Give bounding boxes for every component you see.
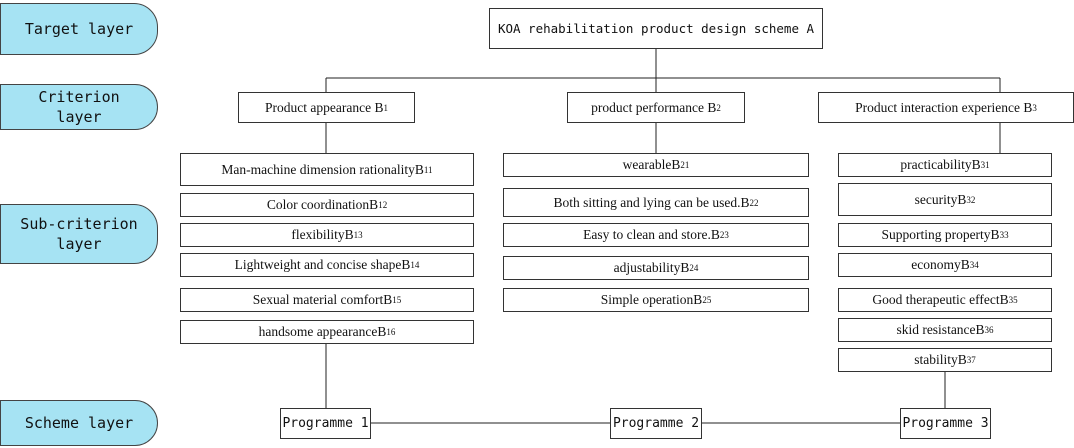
criterion-subscript: 1 [383, 102, 388, 113]
subcriterion-label: wearableB [622, 157, 681, 172]
subcriterion-subscript: 11 [423, 164, 433, 175]
criterion-label: Product appearance B [265, 99, 384, 115]
subcriterion-subscript: 33 [999, 230, 1009, 240]
criterion-label: Product interaction experience B [855, 99, 1033, 115]
subcriterion-subscript: 31 [980, 160, 990, 170]
subcriterion-label: skid resistanceB [896, 322, 985, 337]
criterion-layer-label: Criterion layer [0, 84, 158, 130]
programme-node-3: Programme 3 [900, 408, 991, 439]
criterion-label: product performance B [591, 99, 717, 115]
subcriterion-subscript: 32 [966, 194, 976, 205]
target-layer-label: Target layer [0, 3, 158, 55]
subcriterion-subscript: 15 [392, 295, 402, 305]
subcriterion-subscript: 21 [680, 160, 690, 170]
criterion-subscript: 3 [1032, 102, 1037, 113]
subcriterion-label: Man-machine dimension rationalityB [221, 161, 424, 177]
subcriterion-label: Good therapeutic effectB [872, 292, 1009, 307]
subcriterion-label: flexibilityB [291, 227, 354, 242]
subcriterion-label: Color coordinationB [266, 197, 379, 212]
subcriterion-subscript: 22 [749, 197, 759, 208]
subcriterion-subscript: 37 [966, 355, 976, 365]
subcriterion-label: Easy to clean and store.B [583, 227, 720, 242]
subcriterion-subscript: 14 [410, 260, 420, 270]
programme-node-1: Programme 1 [280, 408, 371, 439]
subcriterion-label: Both sitting and lying can be used.B [553, 194, 750, 210]
subcriterion-subscript: 25 [702, 295, 712, 305]
subcriterion-label: adjustabilityB [613, 260, 690, 275]
goal-node: KOA rehabilitation product design scheme… [489, 8, 823, 49]
subcriterion-label: Sexual material comfortB [252, 292, 393, 307]
subcriterion-label: handsome appearanceB [258, 324, 387, 339]
subcriterion-label: Simple operationB [600, 292, 703, 307]
subcriterion-label: practicabilityB [900, 157, 981, 172]
subcriterion-subscript: 34 [969, 260, 979, 270]
subcriterion-subscript: 36 [984, 325, 994, 335]
subcriterion-subscript: 12 [378, 200, 388, 210]
subcriterion-subscript: 16 [386, 327, 396, 337]
programme-node-2: Programme 2 [610, 408, 702, 439]
subcriterion-label: Lightweight and concise shapeB [234, 257, 411, 272]
scheme-layer-label: Scheme layer [0, 400, 158, 446]
subcriterion-subscript: 24 [689, 263, 699, 273]
subcriterion-subscript: 13 [353, 230, 363, 240]
subcriterion-subscript: 23 [719, 230, 729, 240]
subcriterion-subscript: 35 [1008, 295, 1018, 305]
subcriterion-label: securityB [914, 191, 967, 207]
subcriterion-label: economyB [911, 257, 970, 272]
subcriterion-layer-label: Sub-criterion layer [0, 204, 158, 264]
subcriterion-label: stabilityB [914, 352, 967, 367]
criterion-subscript: 2 [716, 102, 721, 113]
subcriterion-label: Supporting propertyB [881, 227, 1000, 242]
